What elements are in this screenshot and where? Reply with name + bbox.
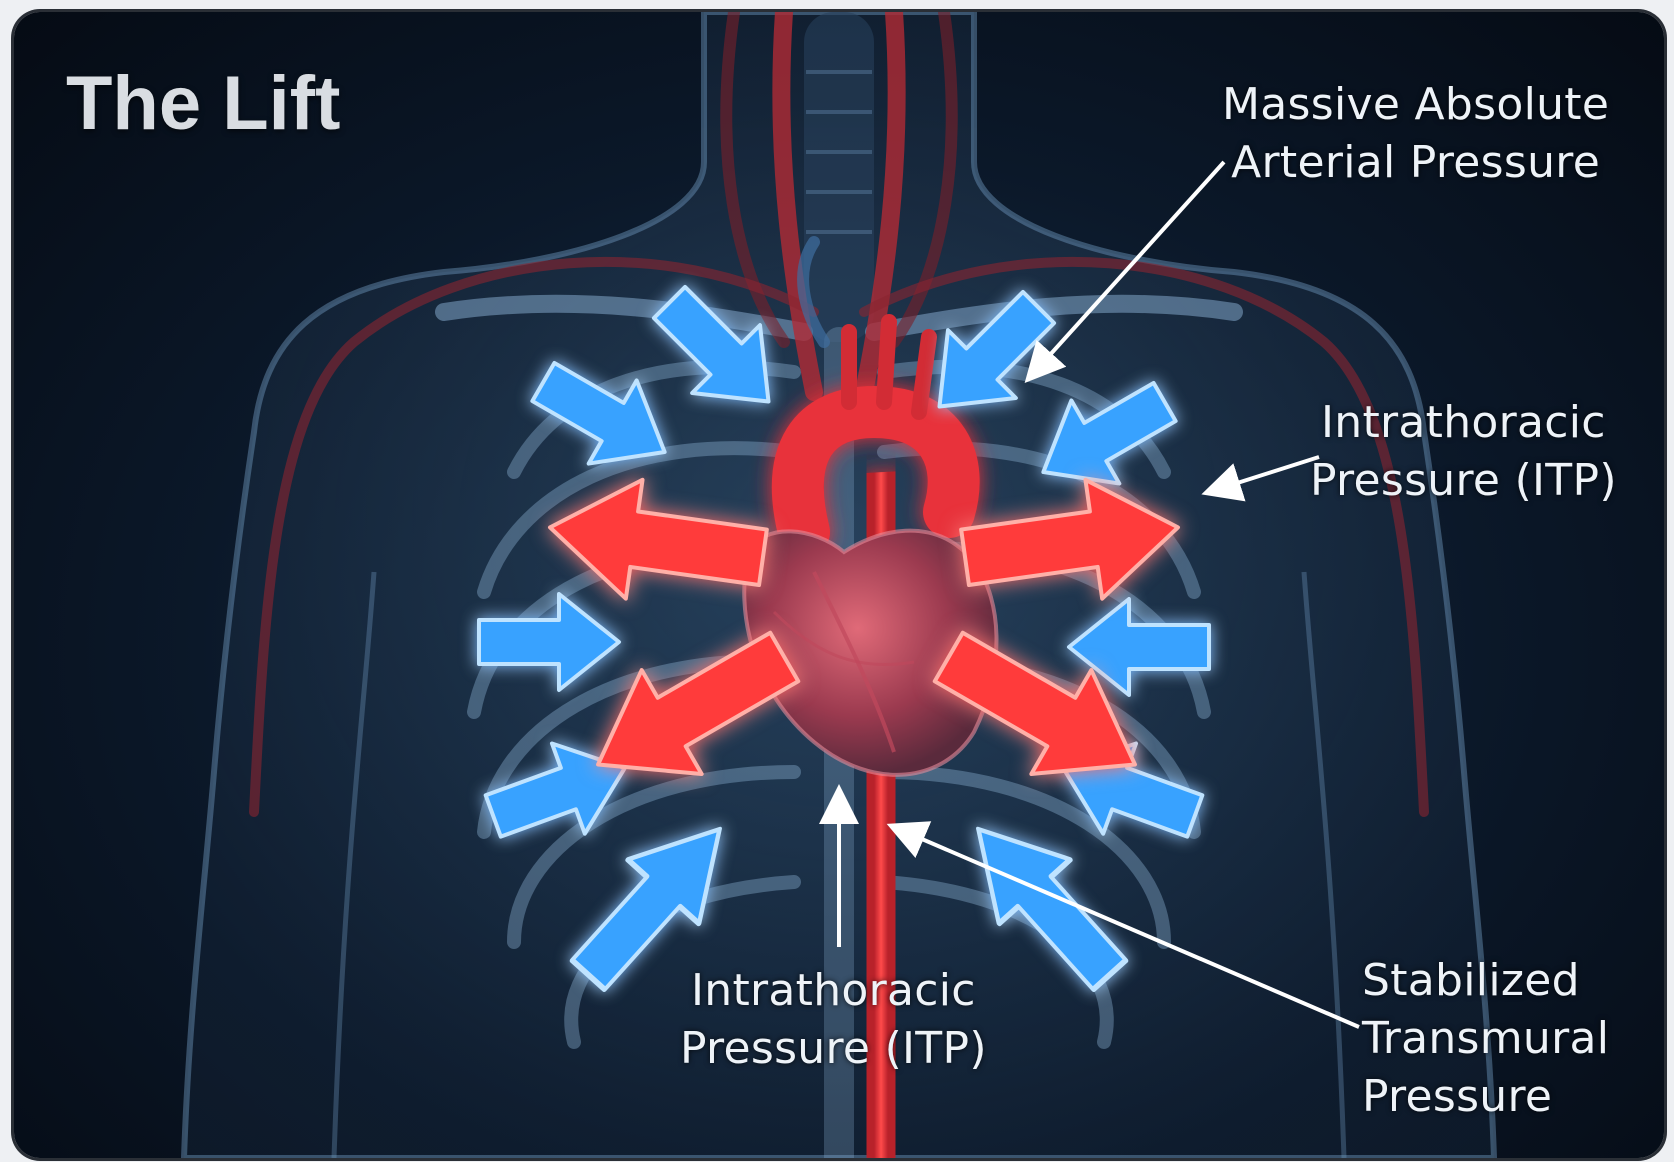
label-line: Pressure (ITP) [680, 1020, 987, 1078]
label-line: Pressure (ITP) [1310, 452, 1617, 510]
label-line: Intrathoracic [1310, 394, 1617, 452]
diagram-title: The Lift [66, 60, 340, 147]
label-massive-absolute-arterial-pressure: Massive Absolute Arterial Pressure [1222, 76, 1609, 192]
label-line: Pressure [1362, 1068, 1609, 1126]
label-intrathoracic-pressure-bottom: Intrathoracic Pressure (ITP) [680, 962, 987, 1078]
label-line: Intrathoracic [680, 962, 987, 1020]
label-line: Transmural [1362, 1010, 1609, 1068]
diagram-frame: The Lift Massive Absolute Arterial Press… [14, 12, 1664, 1158]
label-line: Massive Absolute [1222, 76, 1609, 134]
label-line: Stabilized [1362, 952, 1609, 1010]
label-line: Arterial Pressure [1222, 134, 1609, 192]
label-stabilized-transmural-pressure: Stabilized Transmural Pressure [1362, 952, 1609, 1126]
label-intrathoracic-pressure-right: Intrathoracic Pressure (ITP) [1310, 394, 1617, 510]
